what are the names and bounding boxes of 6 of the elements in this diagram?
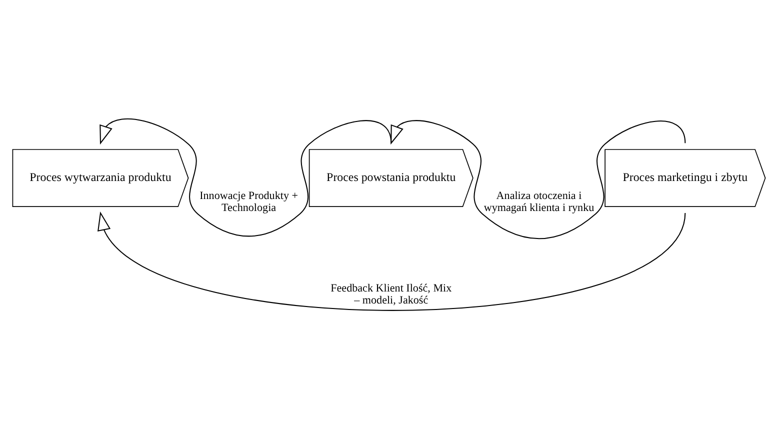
arrow	[97, 210, 686, 310]
edge-label: Analiza otoczenia i wymagań klienta i rynku	[484, 189, 594, 214]
arrow	[100, 118, 392, 236]
edge-label: Feedback Klient Ilość, Mix – modeli, Jakość	[330, 282, 452, 306]
edge-label: Innowacje Produkty + Technologia	[200, 189, 298, 214]
arrow	[390, 120, 686, 239]
